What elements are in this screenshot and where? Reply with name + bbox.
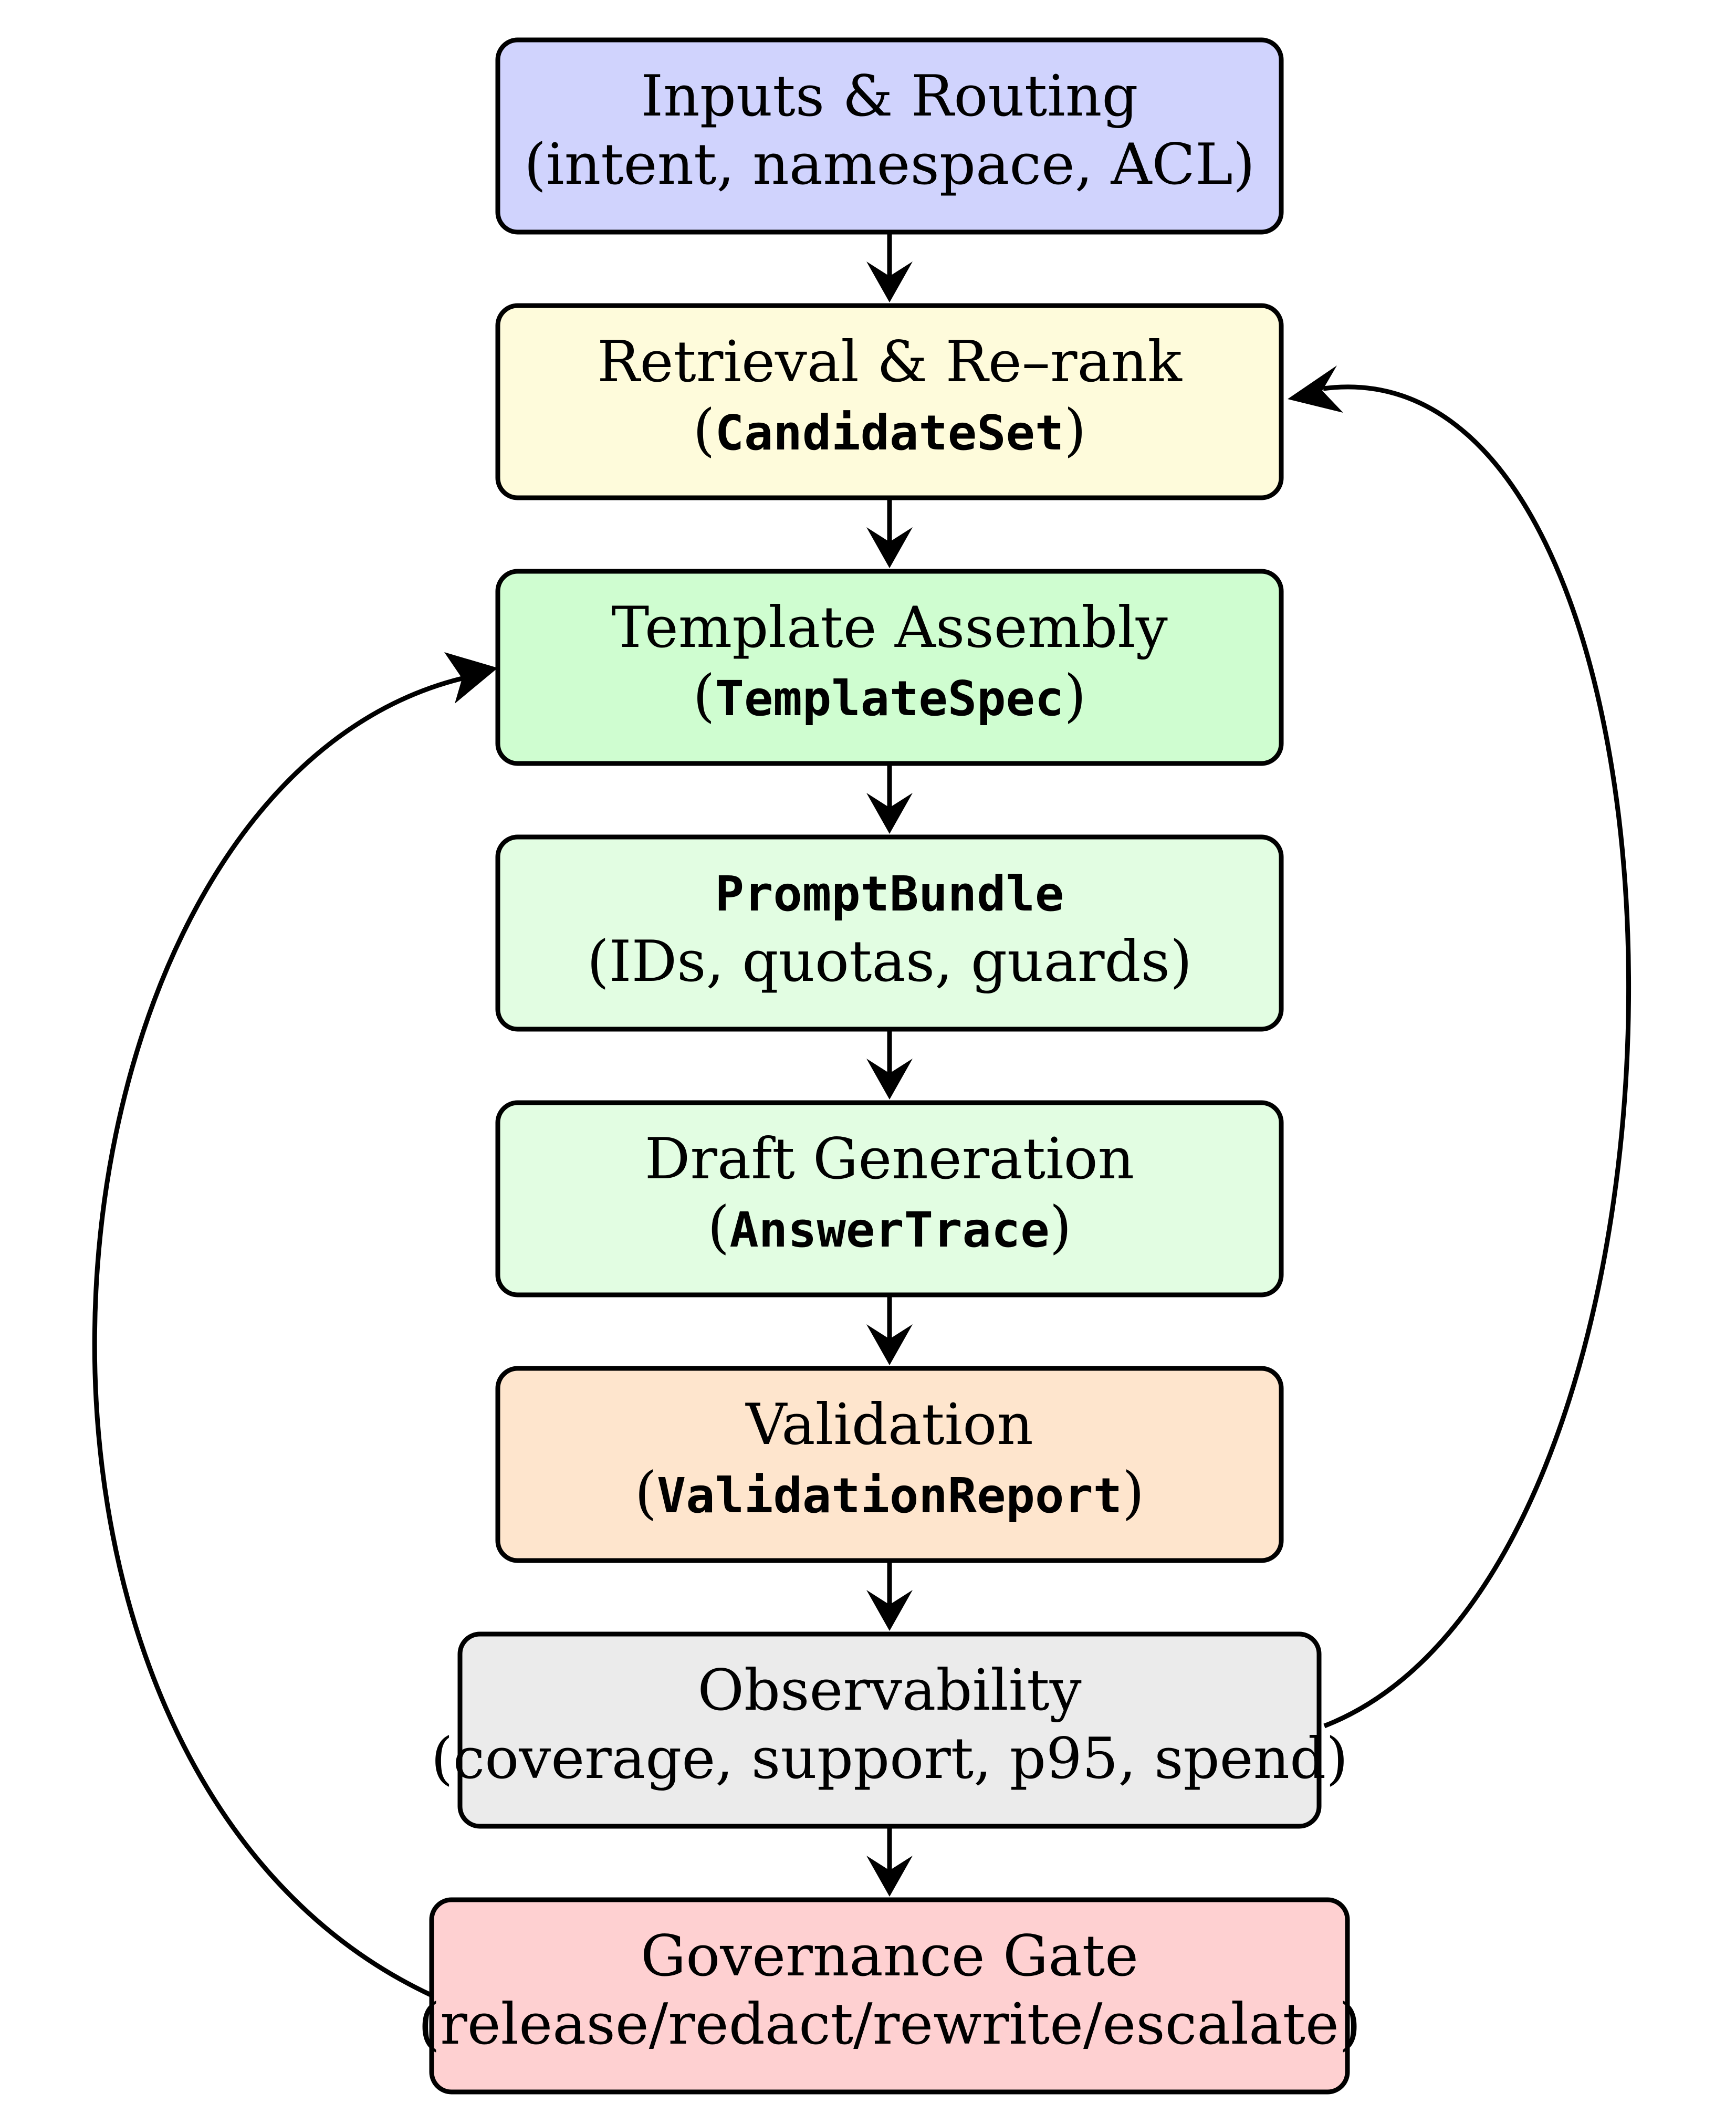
flow-edges [866, 232, 913, 1897]
node-box [495, 1366, 1284, 1563]
node-subtitle: (release/redact/rewrite/escalate) [418, 1992, 1361, 2057]
node-title: Template Assembly [611, 595, 1168, 661]
subtitle-open-paren: ( [693, 397, 715, 463]
node-observability: Observability (coverage, support, p95, s… [431, 1631, 1348, 1829]
node-prompt-bundle: PromptBundle (IDs, quotas, guards) [495, 834, 1284, 1032]
node-subtitle: (ValidationReport) [635, 1460, 1145, 1526]
arrowhead-template-feedback [444, 652, 498, 704]
subtitle-close-paren: ) [1064, 397, 1086, 463]
node-box [457, 1631, 1322, 1829]
node-box [495, 303, 1284, 500]
arrowhead-draft-to-validation [866, 1324, 913, 1365]
subtitle-open-paren: ( [707, 1195, 729, 1260]
node-subtitle: (intent, namespace, ACL) [524, 132, 1255, 197]
arrowhead-observability-to-governance [866, 1856, 913, 1897]
node-subtitle: (IDs, quotas, guards) [587, 929, 1192, 995]
subtitle-close-paren: ) [1064, 663, 1086, 729]
subtitle-close-paren: ) [1122, 1460, 1144, 1526]
node-box [495, 834, 1284, 1032]
node-title: Validation [745, 1392, 1033, 1458]
edge-governance-to-template [92, 676, 463, 1998]
node-template-assembly: Template Assembly (TemplateSpec) [495, 569, 1284, 766]
node-governance-gate: Governance Gate (release/redact/rewrite/… [418, 1897, 1361, 2095]
node-subtitle: (TemplateSpec) [693, 663, 1086, 729]
edge-observability-to-retrieval [1323, 384, 1632, 1729]
node-inputs-routing: Inputs & Routing (intent, namespace, ACL… [495, 37, 1284, 235]
subtitle-code: TemplateSpec [715, 671, 1064, 727]
arrowhead-template-to-prompt [866, 793, 913, 834]
node-draft-generation: Draft Generation (AnswerTrace) [495, 1100, 1284, 1297]
node-box [495, 569, 1284, 766]
subtitle-open-paren: ( [635, 1460, 657, 1526]
subtitle-code: CandidateSet [715, 405, 1064, 461]
node-box [429, 1897, 1350, 2095]
subtitle-code: AnswerTrace [729, 1202, 1049, 1258]
node-title: PromptBundle [715, 866, 1064, 922]
node-title: Governance Gate [641, 1923, 1138, 1989]
node-subtitle: (coverage, support, p95, spend) [431, 1726, 1348, 1792]
node-subtitle: (CandidateSet) [693, 397, 1086, 463]
subtitle-code: ValidationReport [657, 1468, 1122, 1524]
node-title: Observability [697, 1658, 1081, 1723]
node-title: Draft Generation [645, 1126, 1135, 1192]
feedback-edges [92, 365, 1632, 1998]
arrowhead-retrieval-feedback [1288, 365, 1343, 413]
node-title: Retrieval & Re–rank [597, 329, 1183, 395]
node-title: Inputs & Routing [641, 64, 1138, 129]
node-box [495, 37, 1284, 235]
node-retrieval-rerank: Retrieval & Re–rank (CandidateSet) [495, 303, 1284, 500]
subtitle-open-paren: ( [693, 663, 715, 729]
node-subtitle: (AnswerTrace) [707, 1195, 1072, 1260]
arrowhead-retrieval-to-template [866, 527, 913, 568]
subtitle-close-paren: ) [1050, 1195, 1072, 1260]
arrowhead-inputs-to-retrieval [866, 261, 913, 302]
node-box [495, 1100, 1284, 1297]
node-validation: Validation (ValidationReport) [495, 1366, 1284, 1563]
arrowhead-validation-to-observability [866, 1590, 913, 1631]
arrowhead-prompt-to-draft [866, 1059, 913, 1100]
